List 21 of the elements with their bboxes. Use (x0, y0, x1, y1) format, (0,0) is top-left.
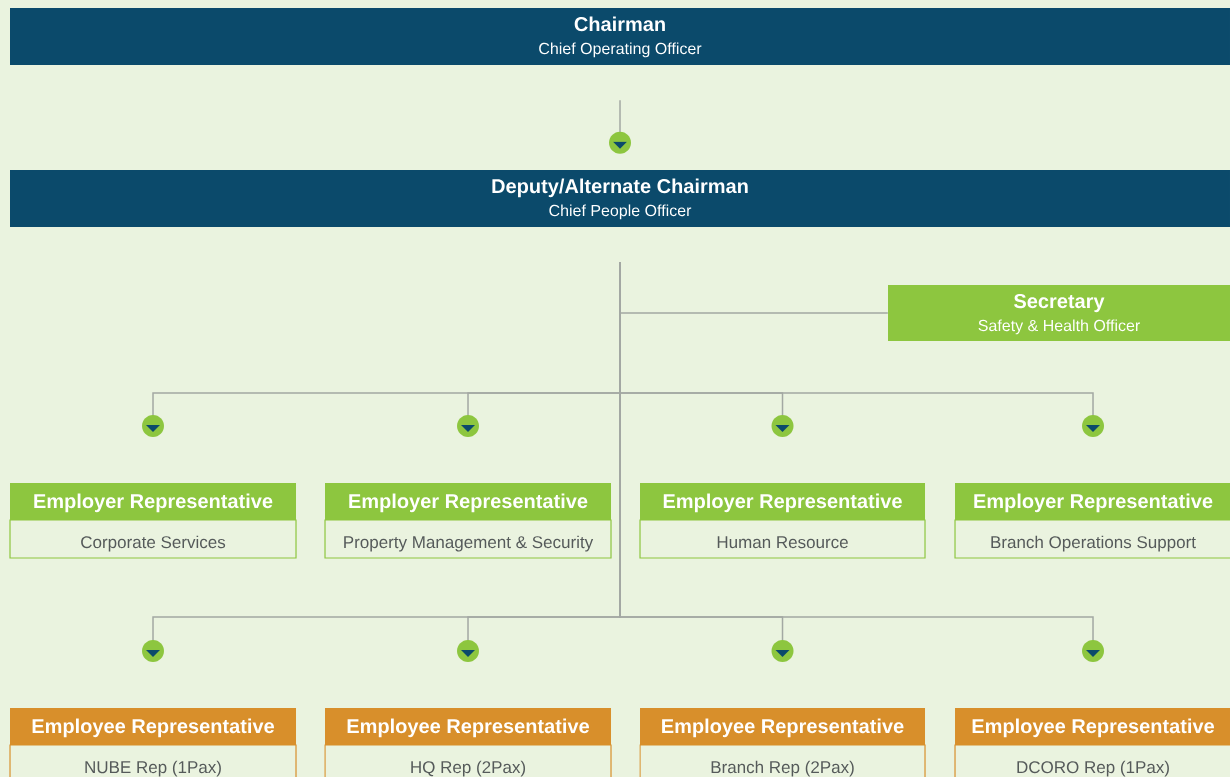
representative-card: Employer Representative Human Resource (639, 483, 926, 559)
node-label: Employee Representative (662, 718, 904, 738)
role-box: Secretary Safety & Health Officer (888, 285, 1230, 341)
node-label: Employee Representative (972, 718, 1215, 738)
node-label: Employee Representative (32, 718, 275, 738)
connector-arrow (609, 99, 631, 154)
representative-card: Employee Representative NUBE Rep (1Pax) (9, 708, 297, 777)
representative-card: Employer Representative Corporate Services (9, 483, 297, 559)
representative-card: Employer Representative Branch Operations Support (954, 483, 1230, 559)
representative-card: Employee Representative DCORO Rep (1Pax) (954, 708, 1230, 777)
title-band: Deputy/Alternate Chairman Chief People Officer (10, 170, 1230, 227)
node-label: Employer Representative (34, 493, 273, 513)
node-label: Employer Representative (974, 493, 1213, 513)
node-label: Employer Representative (349, 493, 588, 513)
node-label: Employer Representative (663, 493, 902, 513)
node-label: Employee Representative (347, 718, 590, 738)
representative-card: Employer Representative Property Management & Security (324, 483, 612, 559)
representative-card: Employee Representative HQ Rep (2Pax) (324, 708, 612, 777)
title-band: Chairman Chief Operating Officer (10, 8, 1230, 65)
connector-arrow (619, 261, 1104, 662)
representative-card: Employee Representative Branch Rep (2Pax) (639, 708, 926, 777)
